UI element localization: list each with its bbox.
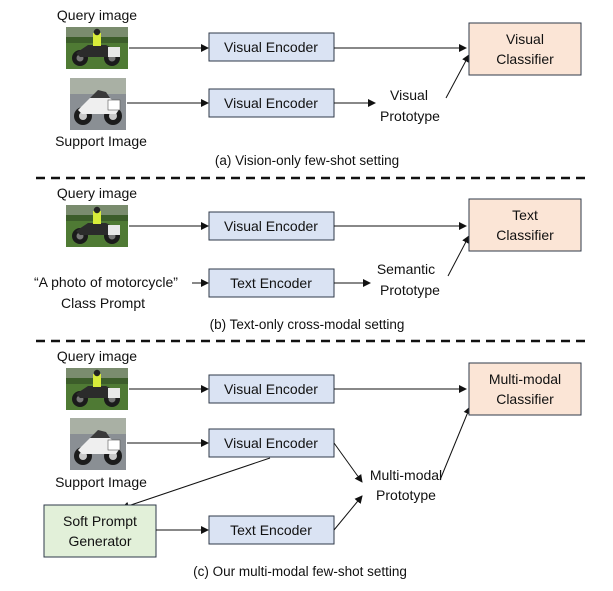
section-c: Query image Support Image Visual Encoder… [43, 348, 582, 579]
prototype-label: Visual [390, 87, 428, 103]
prototype-label: Multi-modal [370, 467, 442, 483]
classifier-label: Classifier [496, 391, 554, 407]
section-b: Query image “A photo of motorcycle” Clas… [34, 185, 582, 332]
arrow [445, 54, 470, 99]
visual-encoder-box [208, 88, 335, 118]
classifier-label: Visual [506, 31, 544, 47]
visual-encoder-label: Visual Encoder [224, 381, 318, 397]
text-encoder-box [208, 268, 335, 298]
classifier-label: Multi-modal [489, 371, 561, 387]
caption: (b) Text-only cross-modal setting [210, 317, 405, 332]
arrow [447, 235, 470, 277]
classifier-label: Classifier [496, 227, 554, 243]
query-image-label: Query image [57, 348, 137, 364]
support-image-label: Support Image [55, 133, 147, 149]
arrow [439, 406, 472, 481]
visual-encoder-label: Visual Encoder [224, 95, 318, 111]
soft-prompt-generator-box [43, 504, 157, 558]
visual-encoder-label: Visual Encoder [224, 435, 318, 451]
query-image-label: Query image [57, 185, 137, 201]
arrow [121, 457, 271, 510]
query-image [66, 368, 128, 410]
support-image [70, 78, 126, 130]
class-prompt-text: “A photo of motorcycle” [34, 274, 178, 290]
support-image-label: Support Image [55, 474, 147, 490]
section-a: Query image Support Image Visual Encoder… [55, 7, 582, 168]
visual-encoder-box [208, 32, 335, 62]
generator-label: Soft Prompt [63, 513, 137, 529]
visual-encoder-label: Visual Encoder [224, 39, 318, 55]
query-image-label: Query image [57, 7, 137, 23]
query-image [66, 205, 128, 247]
visual-encoder-box [208, 428, 335, 458]
multi-modal-classifier-box [468, 362, 582, 416]
support-image [70, 418, 126, 470]
caption: (a) Vision-only few-shot setting [215, 153, 399, 168]
text-encoder-label: Text Encoder [230, 522, 312, 538]
visual-encoder-label: Visual Encoder [224, 218, 318, 234]
text-classifier-box [468, 198, 582, 252]
class-prompt-label: Class Prompt [61, 295, 145, 311]
text-encoder-label: Text Encoder [230, 275, 312, 291]
prototype-label: Prototype [380, 108, 440, 124]
visual-classifier-box [468, 22, 582, 76]
arrow [333, 442, 363, 483]
prototype-label: Prototype [376, 487, 436, 503]
query-image [66, 27, 128, 69]
generator-label: Generator [68, 533, 131, 549]
classifier-label: Text [512, 207, 538, 223]
prototype-label: Prototype [380, 282, 440, 298]
arrow [333, 495, 363, 531]
classifier-label: Classifier [496, 51, 554, 67]
caption: (c) Our multi-modal few-shot setting [193, 564, 407, 579]
text-encoder-box [208, 515, 335, 545]
prototype-label: Semantic [377, 261, 435, 277]
